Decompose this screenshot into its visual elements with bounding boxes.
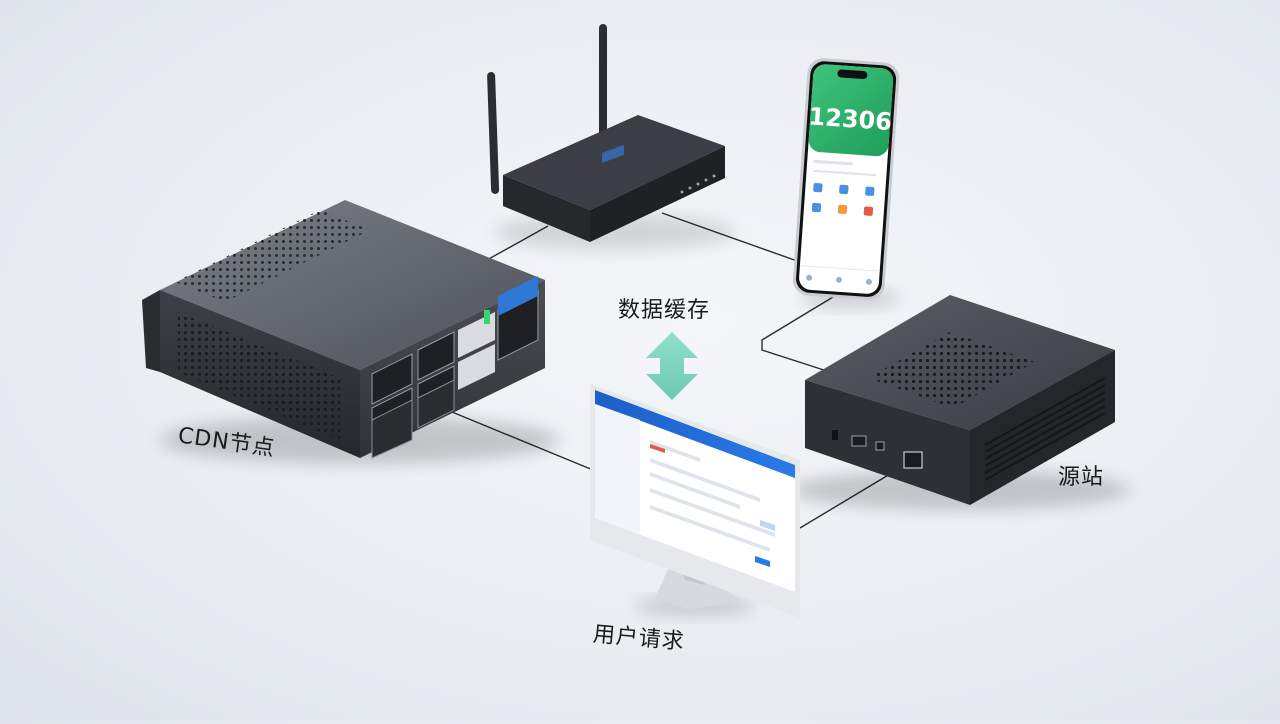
server-ports xyxy=(371,276,539,459)
phone-app-number: 12306 xyxy=(808,102,893,136)
label-data-cache: 数据缓存 xyxy=(618,298,711,323)
double-arrow-icon xyxy=(646,332,698,400)
line-phone-origin xyxy=(761,293,839,373)
cdn-server-icon xyxy=(142,200,560,464)
monitor-icon xyxy=(590,384,800,618)
router-icon xyxy=(487,24,735,250)
phone-icon: 12306 xyxy=(792,58,900,308)
label-origin: 源站 xyxy=(1058,465,1105,490)
origin-server-icon xyxy=(790,295,1130,510)
